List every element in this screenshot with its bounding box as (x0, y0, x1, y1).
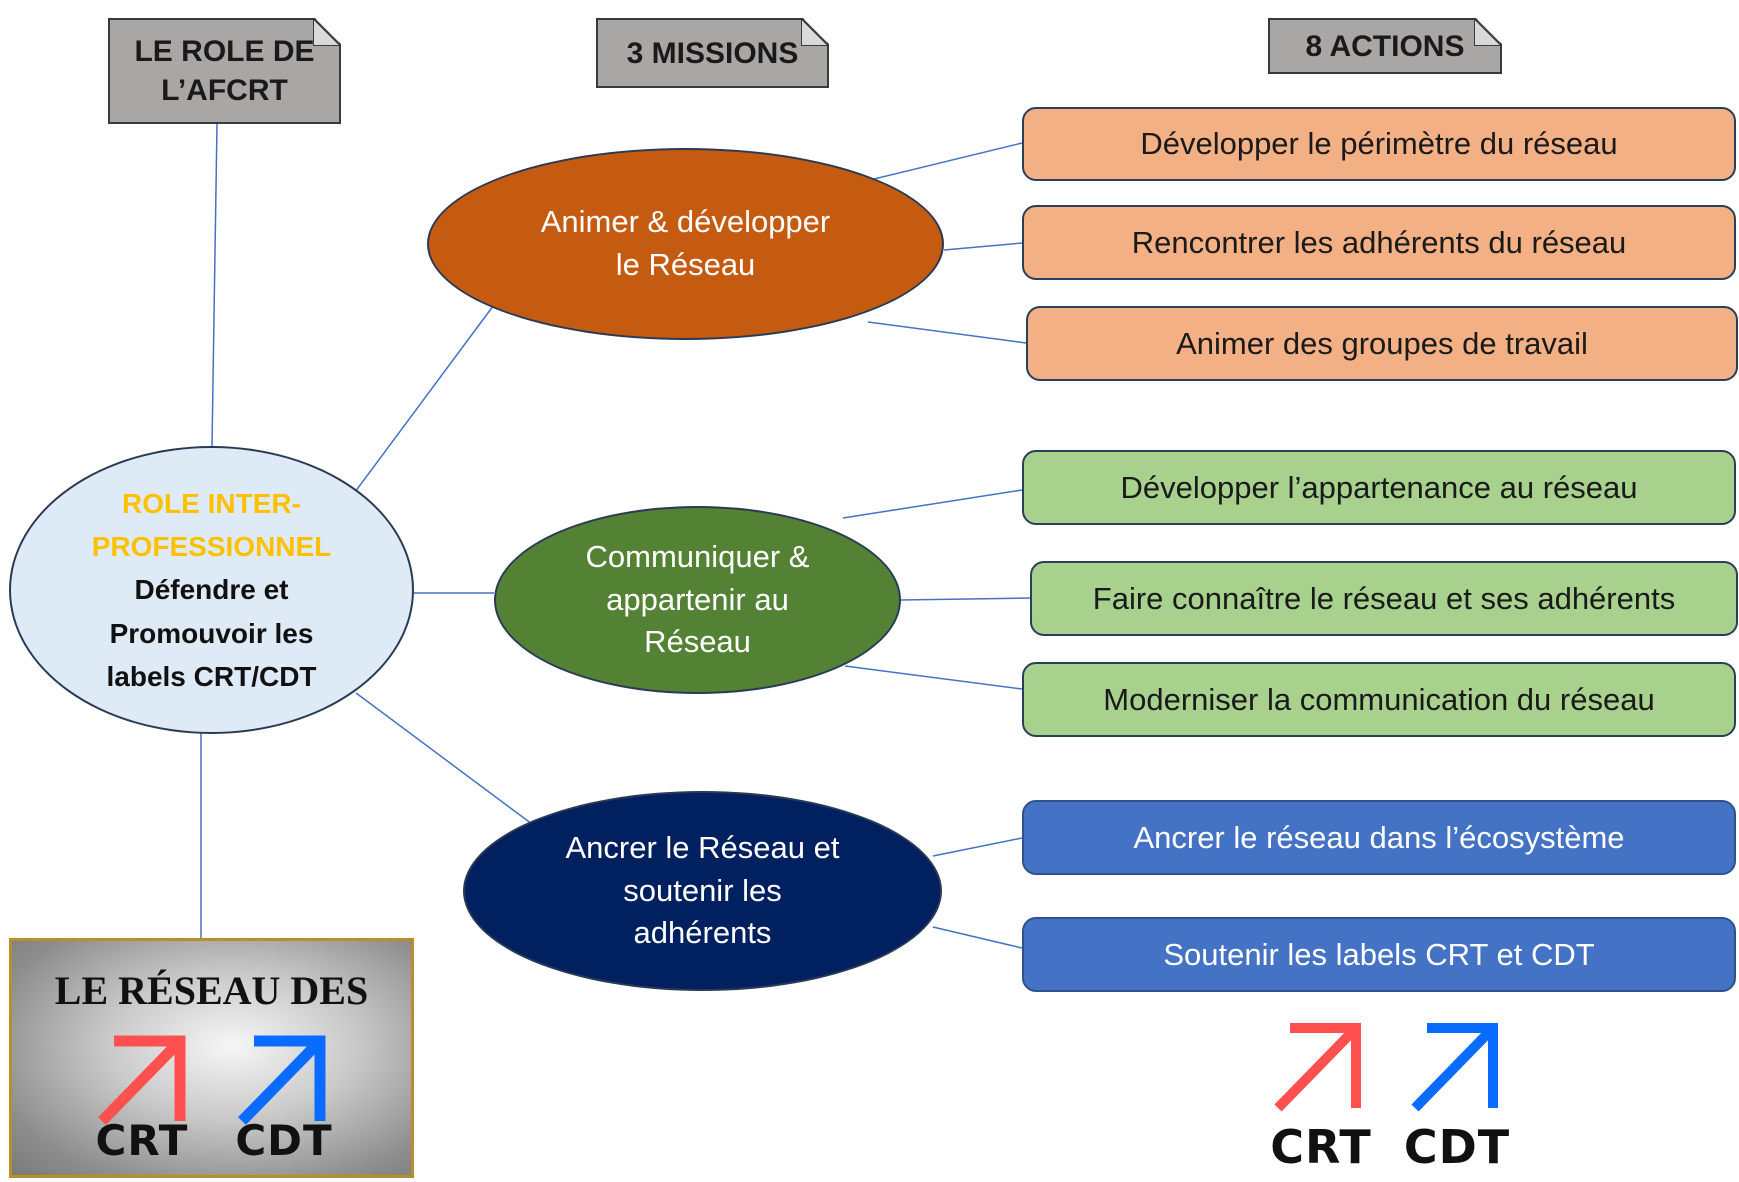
connector-header-center (211, 123, 218, 447)
connector-m1-a1 (869, 142, 1023, 181)
network-box: LE RÉSEAU DES CRT CDT (9, 938, 414, 1178)
action-box-1: Développer le périmètre du réseau (1022, 107, 1736, 181)
bottom-logo-cdt: CDT (1403, 1120, 1511, 1174)
center-text-line5: labels CRT/CDT (106, 661, 317, 693)
connector-m3-a1 (932, 837, 1023, 857)
mission-animer-line2: le Réseau (615, 247, 756, 282)
mission-communiquer-line3: Réseau (644, 624, 751, 660)
action-label-7: Ancrer le réseau dans l’écosystème (1133, 819, 1625, 855)
action-label-1: Développer le périmètre du réseau (1140, 126, 1618, 161)
action-label-3: Animer des groupes de travail (1176, 325, 1588, 361)
action-box-8: Soutenir les labels CRT et CDT (1022, 917, 1736, 992)
connector-m3-a2 (932, 926, 1023, 949)
header-role: LE ROLE DE L’AFCRT (108, 18, 341, 124)
action-box-5: Faire connaître le réseau et ses adhéren… (1030, 561, 1738, 636)
header-missions-label: 3 MISSIONS (626, 36, 799, 70)
action-label-5: Faire connaître le réseau et ses adhéren… (1092, 580, 1676, 616)
action-box-4: Développer l’appartenance au réseau (1022, 450, 1736, 525)
mission-ancrer-line1: Ancrer le Réseau et (565, 829, 840, 865)
center-highlight-line1: ROLE INTER- (122, 487, 301, 519)
crt-arrow-icon (98, 1035, 186, 1125)
network-box-title: LE RÉSEAU DES (54, 968, 369, 1013)
action-box-3: Animer des groupes de travail (1026, 306, 1738, 381)
header-actions-label: 8 ACTIONS (1305, 29, 1465, 63)
mission-ancrer-line2: soutenir les (623, 872, 782, 908)
connector-center-mission1 (354, 289, 506, 493)
connector-m2-a3 (844, 665, 1023, 690)
center-highlight-line2: PROFESSIONNEL (91, 530, 332, 562)
connector-center-mission3 (355, 692, 537, 828)
connector-m1-a2 (943, 242, 1023, 251)
cdt-arrow-icon (238, 1035, 326, 1125)
action-box-7: Ancrer le réseau dans l’écosystème (1022, 800, 1736, 875)
center-role-ellipse: ROLE INTER- PROFESSIONNEL Défendre et Pr… (9, 446, 414, 734)
network-logo-crt: CRT (95, 1116, 189, 1165)
mission-animer: Animer & développer le Réseau (427, 148, 944, 340)
mission-animer-line1: Animer & développer (540, 204, 831, 240)
connector-m2-a1 (842, 489, 1023, 519)
mission-ancrer: Ancrer le Réseau et soutenir les adhéren… (463, 791, 942, 991)
bottom-logo-crt: CRT (1270, 1120, 1372, 1174)
connector-m2-a2 (900, 597, 1031, 601)
cdt-logo-arrow-icon (1411, 1023, 1498, 1112)
mission-communiquer-line1: Communiquer & (585, 538, 810, 574)
center-text-line3: Défendre et (134, 574, 289, 606)
header-missions: 3 MISSIONS (596, 18, 829, 88)
action-box-6: Moderniser la communication du réseau (1022, 662, 1736, 737)
center-text-line4: Promouvoir les (109, 617, 314, 649)
connector-m1-a3 (867, 321, 1027, 344)
crt-logo-arrow-icon (1274, 1023, 1361, 1112)
action-label-4: Développer l’appartenance au réseau (1120, 469, 1638, 505)
header-role-label: LE ROLE DE L’AFCRT (134, 35, 315, 107)
action-label-8: Soutenir les labels CRT et CDT (1163, 936, 1595, 972)
action-label-2: Rencontrer les adhérents du réseau (1131, 224, 1627, 260)
mission-ancrer-line3: adhérents (633, 915, 772, 951)
network-logo-cdt: CDT (235, 1116, 333, 1165)
mission-communiquer-line2: appartenir au (606, 581, 789, 617)
action-label-6: Moderniser la communication du réseau (1103, 681, 1655, 717)
header-actions: 8 ACTIONS (1268, 18, 1502, 74)
action-box-2: Rencontrer les adhérents du réseau (1022, 205, 1736, 280)
mission-communiquer: Communiquer & appartenir au Réseau (494, 506, 901, 694)
